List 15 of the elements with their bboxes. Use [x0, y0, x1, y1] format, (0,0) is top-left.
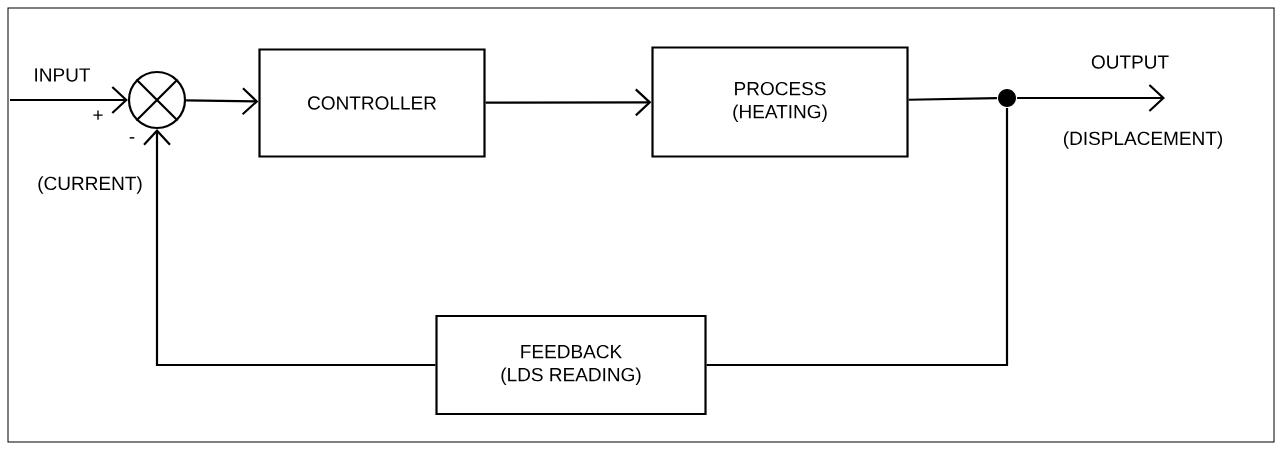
signal-label: INPUT — [32, 67, 92, 83]
signal-label: OUTPUT — [1089, 54, 1171, 70]
arrow — [10, 86, 128, 114]
junction-dot — [998, 89, 1016, 107]
block-box: FEEDBACK (LDS READING) — [435, 314, 707, 416]
signal-label: (DISPLACEMENT) — [1063, 131, 1223, 149]
arrow — [485, 88, 652, 117]
block-box: PROCESS (HEATING) — [651, 46, 909, 158]
signal-label: (CURRENT) — [38, 176, 142, 194]
arrow — [143, 129, 436, 367]
block-box: CONTROLLER — [258, 48, 486, 158]
arrow — [1017, 84, 1165, 112]
arrow — [186, 87, 259, 115]
signal-label: + — [93, 110, 103, 120]
summing-junction — [127, 70, 187, 130]
